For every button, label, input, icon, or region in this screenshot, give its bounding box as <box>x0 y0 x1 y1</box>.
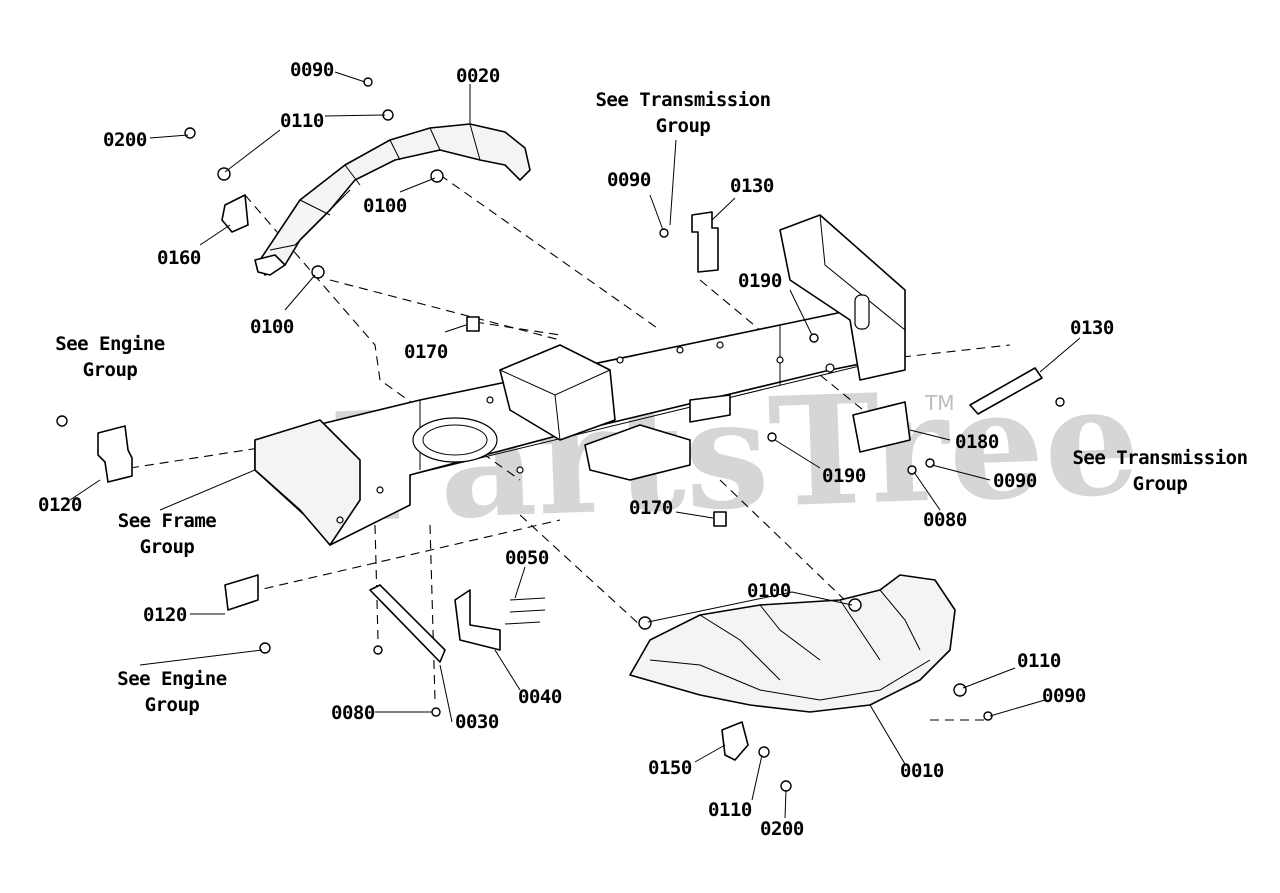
note-engine-top-line1: See Engine <box>55 333 164 355</box>
callout-0080-low: 0080 <box>331 702 375 724</box>
note-transmission-right-line2: Group <box>1133 473 1188 495</box>
callout-0130-right: 0130 <box>1070 317 1114 339</box>
note-frame-line1: See Frame <box>118 510 217 532</box>
callout-0110-top: 0110 <box>280 110 324 132</box>
front-fender-0010 <box>629 574 956 713</box>
callout-0110-right: 0110 <box>1017 650 1061 672</box>
callout-0200-low: 0200 <box>760 818 804 840</box>
callout-0010: 0010 <box>900 760 944 782</box>
callout-0110-low: 0110 <box>708 799 752 821</box>
callout-0190-mid: 0190 <box>822 465 866 487</box>
note-transmission-right-line1: See Transmission <box>1072 447 1247 469</box>
callout-0090-low: 0090 <box>1042 685 1086 707</box>
callout-0120-top: 0120 <box>38 494 82 516</box>
callout-0180: 0180 <box>955 431 999 453</box>
leader-lines <box>69 71 1081 819</box>
callout-0150: 0150 <box>648 757 692 779</box>
callout-0090-right: 0090 <box>607 169 651 191</box>
callout-0040: 0040 <box>518 686 562 708</box>
callout-0170-low: 0170 <box>629 497 673 519</box>
callout-0090-top: 0090 <box>290 59 334 81</box>
callout-0030: 0030 <box>455 711 499 733</box>
callout-0050: 0050 <box>505 547 549 569</box>
callout-0170-mid: 0170 <box>404 341 448 363</box>
callout-0100-low: 0100 <box>747 580 791 602</box>
callout-0020: 0020 <box>456 65 500 87</box>
main-frame <box>254 214 906 546</box>
trademark-text: TM <box>924 391 954 415</box>
callout-0200-top: 0200 <box>103 129 147 151</box>
callout-0080-right: 0080 <box>923 509 967 531</box>
callout-0160: 0160 <box>157 247 201 269</box>
callout-0120-low: 0120 <box>143 604 187 626</box>
callout-0100-left: 0100 <box>250 316 294 338</box>
note-frame-line2: Group <box>140 536 195 558</box>
note-transmission-top-line2: Group <box>656 115 711 137</box>
note-engine-top-line2: Group <box>83 359 138 381</box>
note-engine-low-line1: See Engine <box>117 668 226 690</box>
callout-0090-mid: 0090 <box>993 470 1037 492</box>
callout-labels: 0090 0020 0110 0200 0100 0160 0100 0170 … <box>38 59 1114 840</box>
note-transmission-top-line1: See Transmission <box>595 89 770 111</box>
callout-0130-top: 0130 <box>730 175 774 197</box>
callout-0100-top: 0100 <box>363 195 407 217</box>
note-engine-low-line2: Group <box>145 694 200 716</box>
small-parts <box>97 194 1043 761</box>
rear-fender-0020 <box>254 123 531 276</box>
callout-0190-top: 0190 <box>738 270 782 292</box>
reference-notes: See Engine Group See Frame Group See Eng… <box>55 89 1248 716</box>
